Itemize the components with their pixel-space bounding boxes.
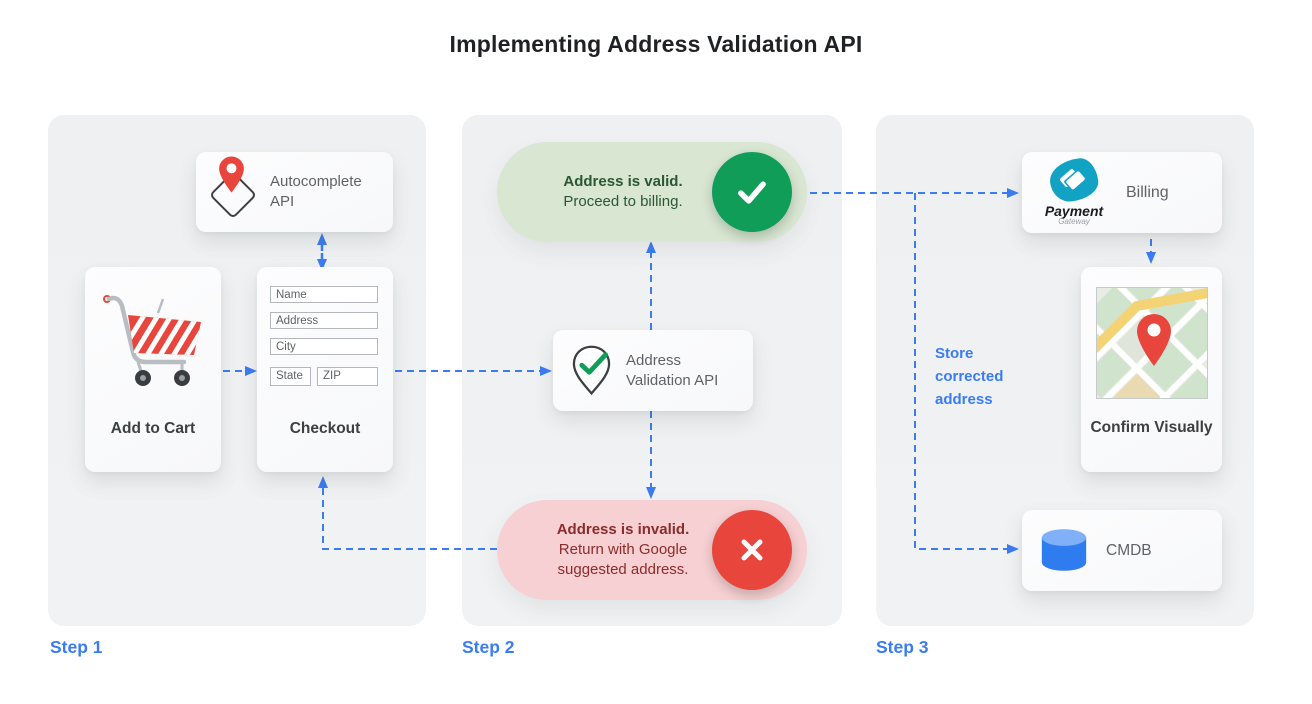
add-to-cart-label: Add to Cart [110,420,196,437]
payment-gateway-logo: Payment Gateway [1030,156,1118,226]
step3-label: Step 3 [876,637,929,657]
add-to-cart-card: Add to Cart [85,267,221,472]
confirm-visually-card: Confirm Visually [1081,267,1222,472]
address-validation-api-label: Address Validation API [626,351,719,389]
check-circle-icon [712,152,792,232]
city-field: City [270,338,378,355]
map-thumbnail-icon [1096,287,1208,399]
address-invalid-pill: Address is invalid. Return with Google s… [497,500,807,600]
database-icon [1041,529,1087,571]
cmdb-label: CMDB [1106,541,1152,559]
billing-label: Billing [1126,183,1169,201]
checkout-label: Checkout [289,420,361,437]
address-valid-pill: Address is valid. Proceed to billing. [497,142,807,242]
checkout-card: Name Address City State ZIP Checkout [257,267,393,472]
map-pin-check-icon [572,345,611,396]
invalid-pill-title: Address is invalid. [556,521,690,538]
x-circle-icon [712,510,792,590]
valid-pill-subtitle: Proceed to billing. [563,193,683,210]
state-field: State [270,367,311,386]
page-title: Implementing Address Validation API [449,31,863,57]
payment-gateway-logo-subtitle: Gateway [1058,217,1090,226]
address-field: Address [270,312,378,329]
autocomplete-api-card: Autocomplete API [196,152,393,232]
invalid-pill-subtitle: Return with Google suggested address. [557,541,689,578]
address-validation-api-card: Address Validation API [553,330,753,411]
autocomplete-api-label: Autocomplete API [270,173,362,210]
cmdb-card: CMDB [1022,510,1222,591]
payment-gateway-logo-title: Payment [1044,203,1104,219]
payment-gateway-blob-icon [1047,156,1101,204]
shopping-cart-icon [103,295,201,386]
store-corrected-address-annotation: Store corrected address [935,345,1004,408]
confirm-visually-label: Confirm Visually [1090,419,1213,436]
billing-card: Payment Gateway Billing [1022,152,1222,233]
map-pin-diamond-icon [204,152,270,232]
valid-pill-title: Address is valid. [563,173,683,190]
step2-label: Step 2 [462,637,515,657]
step1-label: Step 1 [50,637,103,657]
zip-field: ZIP [317,367,378,386]
name-field: Name [270,286,378,303]
